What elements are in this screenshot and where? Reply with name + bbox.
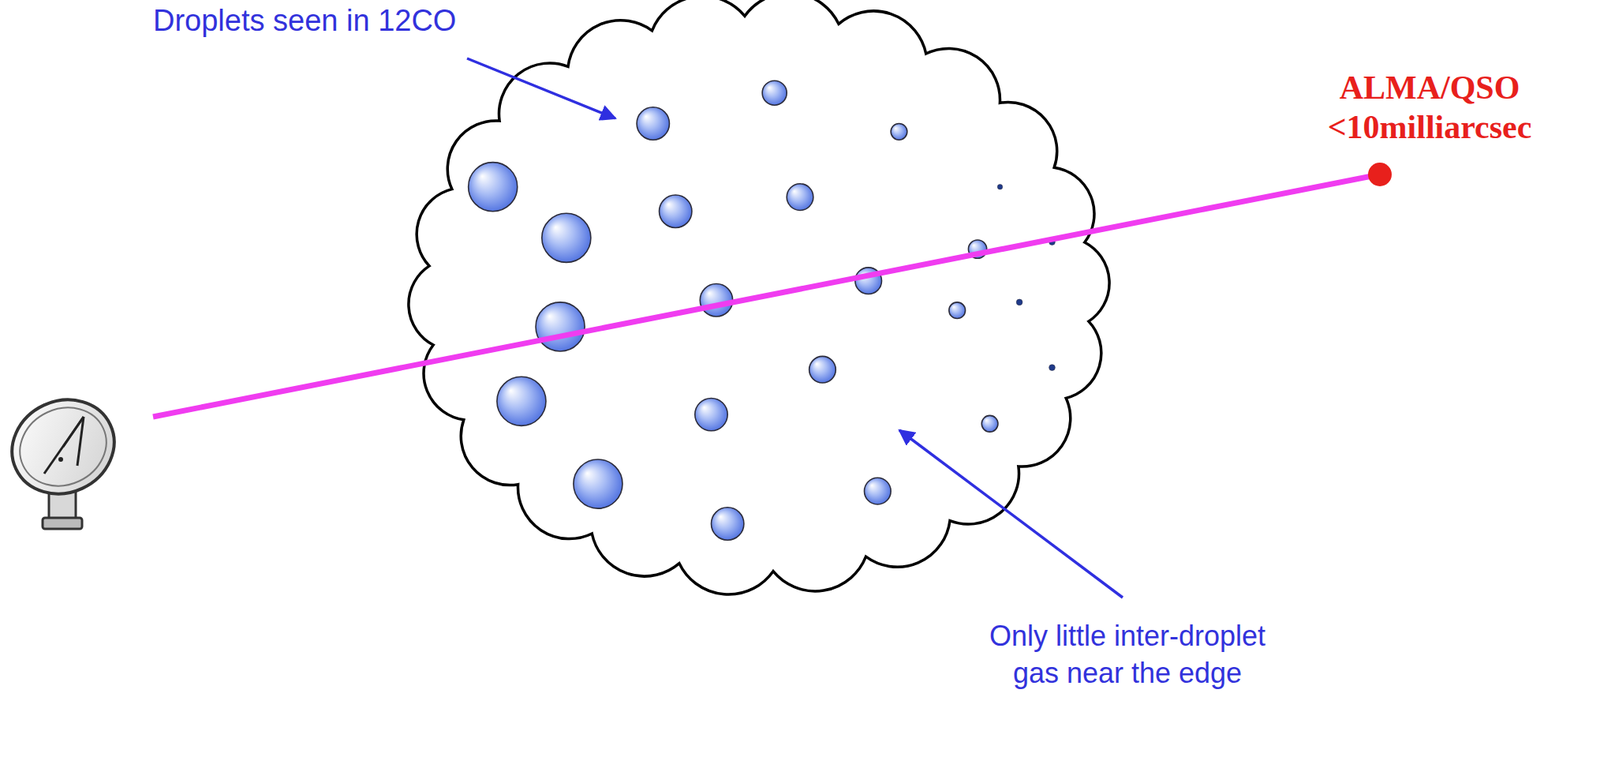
source-label: ALMA/QSO: [1279, 66, 1580, 110]
droplet: [542, 213, 591, 262]
callout-text: Only little inter-droplet gas near the e…: [965, 617, 1290, 692]
droplet: [695, 397, 728, 430]
resolution-label: <10milliarcsec: [1279, 105, 1580, 150]
droplets: [468, 80, 1056, 540]
sight-line: [153, 174, 1380, 417]
droplet: [786, 183, 814, 211]
droplet: [699, 284, 733, 317]
droplet: [997, 183, 1002, 189]
droplet: [659, 194, 692, 228]
leader-arrow: [467, 58, 616, 119]
droplet: [710, 507, 744, 540]
callout-text: Droplets seen in 12CO: [153, 1, 457, 41]
droplet: [573, 459, 623, 509]
droplet: [949, 302, 966, 319]
droplet: [981, 414, 999, 432]
quasar-dot: [1368, 162, 1392, 187]
antenna-icon: [0, 383, 130, 529]
droplet: [497, 376, 546, 426]
droplet: [468, 162, 518, 212]
droplet: [1049, 364, 1056, 371]
droplet: [535, 302, 585, 352]
droplet: [809, 355, 837, 383]
droplet: [636, 107, 670, 140]
droplet: [890, 123, 908, 141]
leader-arrow: [899, 429, 1123, 598]
droplet: [864, 477, 892, 505]
droplet: [1016, 299, 1023, 306]
droplet: [762, 80, 787, 105]
